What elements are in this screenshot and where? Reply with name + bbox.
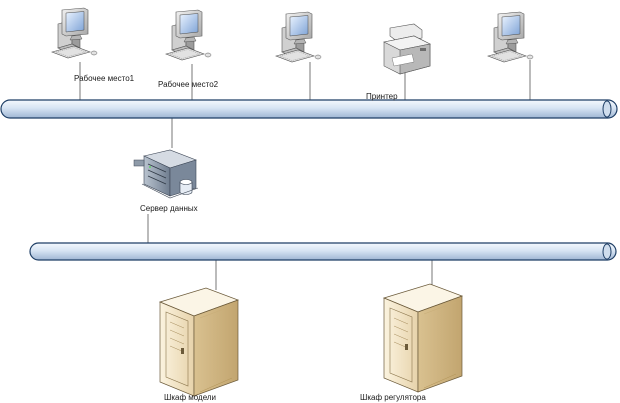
label-data-server: Сервер данных bbox=[140, 204, 198, 213]
workstation-4-icon bbox=[487, 11, 534, 63]
server-cabinet-regulator-icon bbox=[382, 283, 464, 393]
connectors-top bbox=[79, 60, 531, 290]
workstation-2-icon bbox=[165, 9, 212, 61]
workstation-3-icon bbox=[275, 11, 322, 63]
label-workstation-2: Рабочее место2 bbox=[158, 80, 219, 89]
server-icon bbox=[133, 149, 199, 199]
network-bus-bottom bbox=[29, 242, 617, 261]
label-regulator-cabinet: Шкаф регулятора bbox=[360, 393, 426, 402]
label-printer: Принтер bbox=[366, 92, 398, 101]
server-cabinet-model-icon bbox=[158, 287, 240, 397]
workstation-1-icon bbox=[51, 7, 98, 59]
network-bus-top bbox=[0, 99, 618, 119]
label-workstation-1: Рабочее место1 bbox=[74, 74, 135, 83]
label-model-cabinet: Шкаф модели bbox=[164, 393, 217, 402]
printer-icon bbox=[383, 23, 431, 75]
